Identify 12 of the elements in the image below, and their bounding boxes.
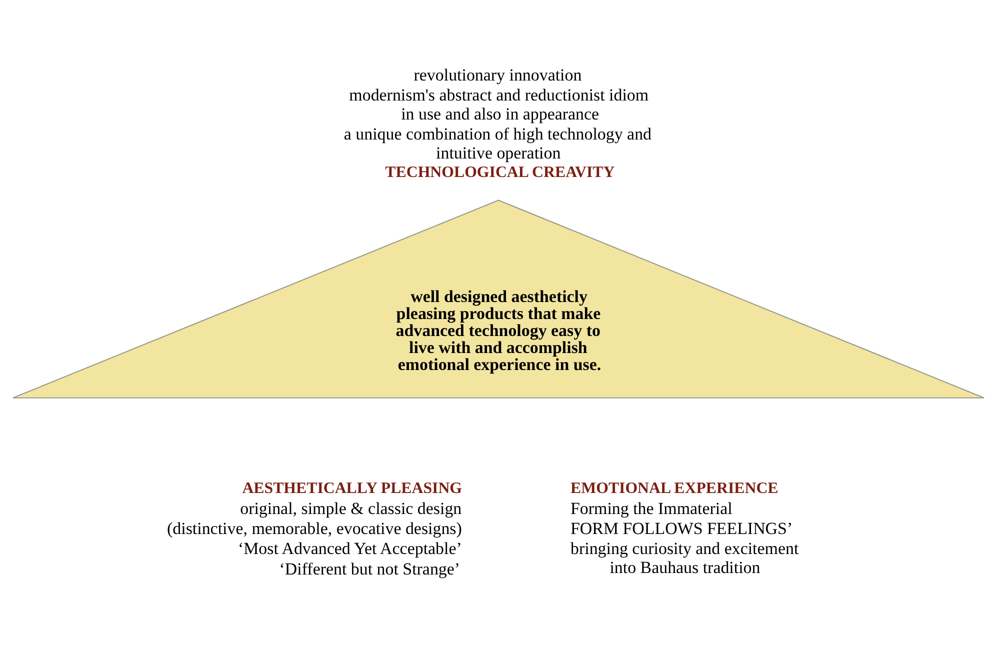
label: a unique combination of high technology and intuitive operation <box>343 124 652 162</box>
label: FORM FOLLOWS FEELINGS’ <box>570 518 792 538</box>
label: original, simple & classic design <box>240 498 462 518</box>
label: ‘Different but not Strange’ <box>278 558 460 578</box>
label: TECHNOLOGICAL CREAVITY <box>384 163 614 180</box>
label: ‘Most Advanced Yet Acceptable’ <box>237 538 462 558</box>
label: EMOTIONAL EXPERIENCE <box>570 479 778 496</box>
label: bringing curiosity and excitement into Bauhaus tradition <box>570 538 798 577</box>
label: Forming the Immaterial <box>570 498 732 518</box>
label: revolutionary innovation <box>413 64 582 84</box>
label: (distinctive, memorable, evocative designs) <box>166 518 462 538</box>
label: AESTHETICALLY PLEASING <box>242 479 462 496</box>
